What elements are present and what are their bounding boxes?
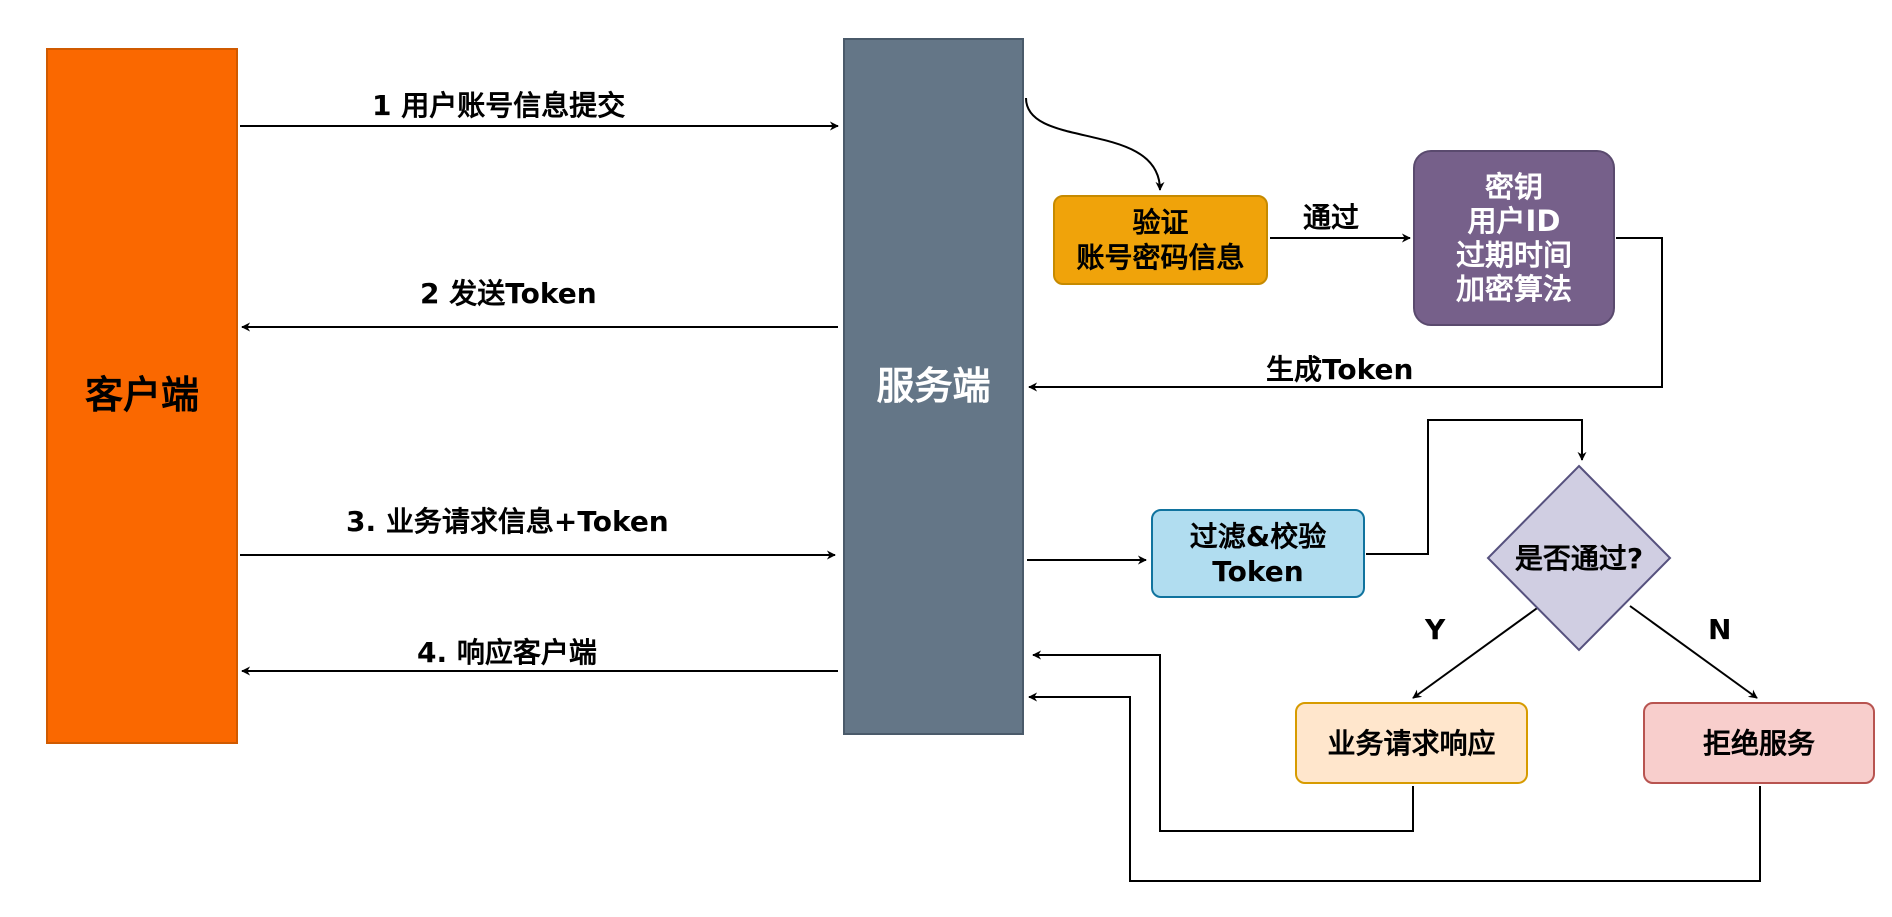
edge-step4-label: 4. 响应客户端 [417,636,597,669]
edge-pass-label: 通过 [1303,201,1360,234]
filter-label-line2: Token [1212,554,1304,588]
payload-expiry: 过期时间 [1455,238,1572,272]
edge-no-label: N [1708,613,1732,646]
edge-step3-label: 3. 业务请求信息+Token [346,505,669,538]
decision-diamond [1486,464,1672,652]
server-label: 服务端 [876,363,991,408]
respond-node: 业务请求响应 [1295,702,1528,784]
edge-filter-decision-arrow [1366,419,1587,555]
payload-secret-key: 密钥 [1484,169,1543,204]
edge-step1-label: 1 用户账号信息提交 [372,89,626,122]
payload-user-id: 用户ID [1467,203,1561,238]
token-payload-node: 密钥 用户ID 过期时间 加密算法 [1413,150,1615,326]
edge-yes-arrow [1412,605,1541,699]
verify-label-line2: 账号密码信息 [1076,241,1245,274]
edge-yes-label: Y [1425,613,1446,646]
edge-respond-server-arrow [1032,650,1414,832]
edge-reject-server-arrow [1028,692,1761,882]
edge-step2-label: 2 发送Token [420,277,597,310]
payload-algorithm: 加密算法 [1455,272,1572,307]
edge-generate-arrow [1028,237,1663,392]
edge-generate-label: 生成Token [1266,353,1414,386]
client-node: 客户端 [46,48,238,744]
edge-server-verify-arrow [1025,97,1165,191]
filter-label-line1: 过滤&校验 [1189,519,1327,553]
decision-node: 是否通过? [1486,464,1672,652]
reject-node: 拒绝服务 [1643,702,1875,784]
verify-label-line1: 验证 [1132,206,1189,239]
decision-label: 是否通过? [1514,541,1644,575]
reject-label: 拒绝服务 [1702,726,1815,760]
respond-label: 业务请求响应 [1327,726,1496,760]
client-label: 客户端 [84,373,199,418]
edge-no-arrow [1629,605,1758,699]
verify-node: 验证 账号密码信息 [1053,195,1268,285]
filter-node: 过滤&校验 Token [1151,509,1365,598]
server-node: 服务端 [843,38,1024,735]
